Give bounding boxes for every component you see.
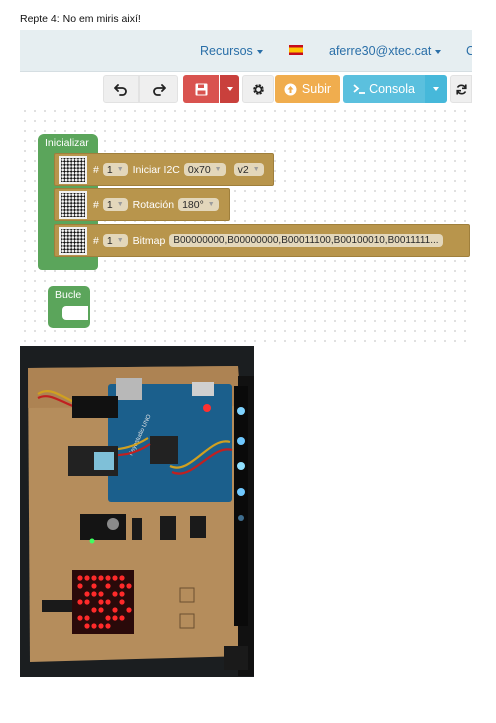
- arduino-board-photo-image: Keyestudio UNO: [20, 346, 254, 677]
- rotation-label: Rotación: [132, 198, 175, 211]
- user-label: aferre30@xtec.cat: [329, 44, 432, 58]
- user-menu[interactable]: aferre30@xtec.cat: [329, 44, 442, 58]
- loop-block-slot: [62, 306, 88, 320]
- settings-button[interactable]: [242, 75, 274, 103]
- loop-block-label: Bucle: [55, 289, 82, 301]
- gear-icon: [252, 83, 264, 95]
- led-matrix-icon: [59, 190, 87, 219]
- floppy-disk-icon: [195, 83, 207, 95]
- chevron-down-icon: [433, 87, 439, 91]
- block-hash: #: [93, 198, 99, 211]
- bitmap-value-field[interactable]: B00000000,B00000000,B00011100,B00100010,…: [169, 234, 443, 247]
- i2c-init-label: Iniciar I2C: [132, 163, 180, 176]
- chevron-down-icon: [435, 49, 442, 54]
- chevron-down-icon: [226, 87, 233, 91]
- version-value: v2: [237, 163, 249, 176]
- bitmap-block[interactable]: # 1▼ Bitmap B00000000,B00000000,B0001110…: [54, 224, 470, 257]
- dropdown-arrow-icon: ▼: [116, 166, 124, 173]
- terminal-icon: [353, 84, 366, 94]
- console-options-dropdown[interactable]: [425, 75, 447, 103]
- led-matrix-icon: [59, 155, 87, 184]
- dropdown-arrow-icon: ▼: [252, 166, 260, 173]
- dropdown-arrow-icon: ▼: [214, 166, 222, 173]
- refresh-icon: [455, 84, 467, 94]
- i2c-address-dropdown[interactable]: 0x70▼: [183, 163, 226, 176]
- upload-arrow-icon: [284, 83, 297, 95]
- matrix-index-dropdown[interactable]: 1▼: [102, 234, 128, 247]
- refresh-button[interactable]: [450, 75, 472, 103]
- rotation-value: 180°: [182, 198, 204, 211]
- undo-button[interactable]: [103, 75, 139, 103]
- matrix-index-value: 1: [106, 234, 113, 247]
- page-caption: Repte 4: No em miris així!: [20, 13, 141, 25]
- version-dropdown[interactable]: v2▼: [233, 163, 264, 176]
- upload-label: Subir: [301, 82, 332, 96]
- save-button[interactable]: [183, 75, 219, 103]
- redo-icon: [152, 84, 166, 96]
- dropdown-arrow-icon: ▼: [116, 201, 124, 208]
- top-navbar: Recursos aferre30@xtec.cat C: [20, 30, 472, 72]
- led-matrix-icon: [59, 226, 87, 255]
- toolbar: Subir Consola: [0, 75, 496, 103]
- matrix-index-dropdown[interactable]: 1▼: [102, 198, 128, 211]
- dropdown-arrow-icon: ▼: [207, 201, 215, 208]
- console-button[interactable]: Consola: [343, 75, 425, 103]
- loop-block[interactable]: Bucle: [48, 286, 90, 328]
- console-label: Consola: [369, 82, 415, 96]
- board-photo: Keyestudio UNO: [20, 346, 254, 677]
- matrix-index-value: 1: [106, 163, 113, 176]
- undo-icon: [114, 84, 127, 96]
- overflow-menu-link[interactable]: C: [466, 44, 472, 58]
- matrix-index-dropdown[interactable]: 1▼: [102, 163, 128, 176]
- redo-button[interactable]: [139, 75, 178, 103]
- upload-button[interactable]: Subir: [275, 75, 340, 103]
- rotation-dropdown[interactable]: 180°▼: [178, 198, 219, 211]
- rotation-block[interactable]: # 1▼ Rotación 180°▼: [54, 188, 230, 221]
- setup-block-label: Inicializar: [45, 137, 89, 149]
- recursos-menu[interactable]: Recursos: [200, 44, 263, 58]
- bitmap-label: Bitmap: [132, 234, 166, 247]
- block-workspace[interactable]: Inicializar # 1▼ Iniciar I2C 0x70▼ v2▼ #…: [20, 106, 472, 344]
- recursos-label: Recursos: [200, 44, 253, 58]
- i2c-init-block[interactable]: # 1▼ Iniciar I2C 0x70▼ v2▼: [54, 153, 274, 186]
- spain-flag-icon[interactable]: [289, 45, 303, 55]
- save-options-dropdown[interactable]: [220, 75, 239, 103]
- block-hash: #: [93, 163, 99, 176]
- matrix-index-value: 1: [106, 198, 113, 211]
- i2c-address-value: 0x70: [187, 163, 211, 176]
- chevron-down-icon: [256, 49, 263, 54]
- dropdown-arrow-icon: ▼: [116, 237, 124, 244]
- block-hash: #: [93, 234, 99, 247]
